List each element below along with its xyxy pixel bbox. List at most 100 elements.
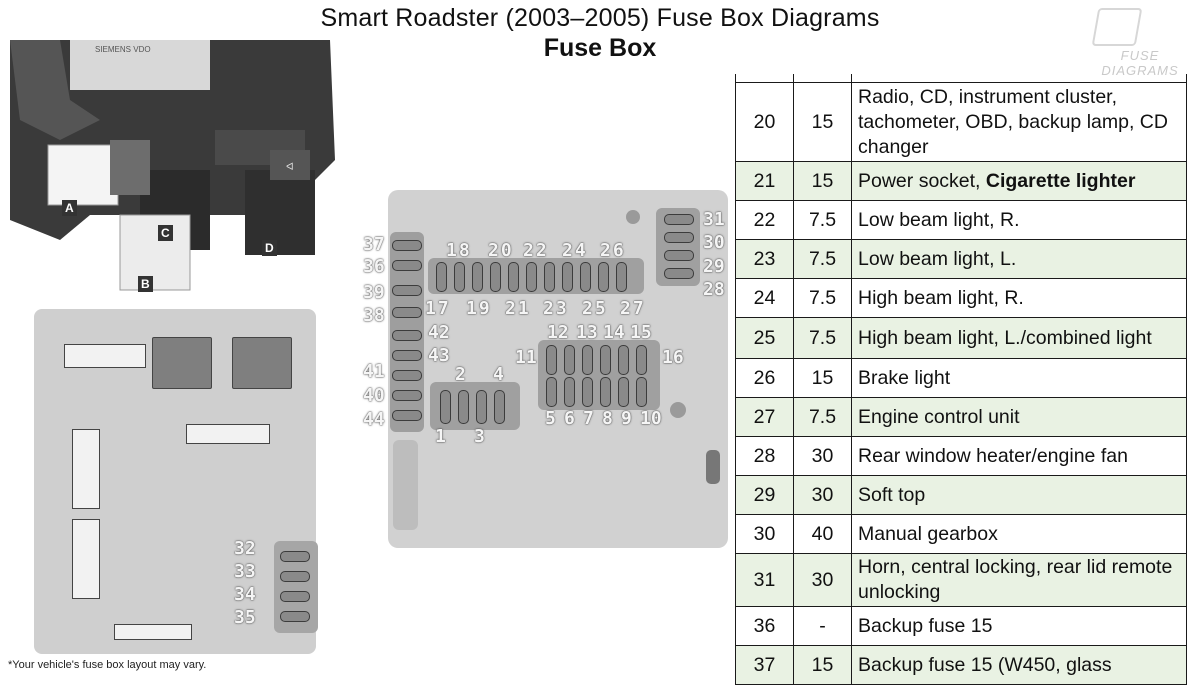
fuse-description-text: High beam light, L./combined light	[858, 326, 1152, 349]
relay-box-photo: SIEMENS VDO ᐊ A B C D	[0, 40, 362, 300]
fuse	[600, 345, 611, 375]
fuse-label-1: 1	[435, 426, 446, 447]
fuse	[618, 377, 629, 407]
fuse	[436, 262, 447, 292]
fuse	[392, 410, 422, 421]
fuse-description: Radio, CD, instrument cluster, tachomete…	[851, 82, 1187, 162]
fuse	[582, 345, 593, 375]
fuse-label-18: 18	[446, 240, 472, 261]
page-title: Smart Roadster (2003–2005) Fuse Box Diag…	[320, 4, 880, 32]
fuse-label-36: 36	[363, 256, 385, 277]
fuse-description-text: Backup fuse 15	[858, 614, 993, 637]
fuse	[392, 307, 422, 318]
relay-label-d: D	[262, 240, 277, 256]
fuse-amperage: 7.5	[793, 239, 852, 279]
fuse-label-5: 5	[545, 408, 556, 429]
fuse	[392, 350, 422, 361]
fuse-label-29: 29	[703, 256, 725, 277]
fuse-label-43: 43	[428, 345, 450, 366]
relay-label-a: A	[62, 200, 77, 216]
fuse-label-9: 9	[621, 408, 632, 429]
fuse-label-30: 30	[703, 232, 725, 253]
fuse-description: Backup fuse 15	[851, 606, 1187, 646]
fuse-description-text: Low beam light, R.	[858, 208, 1020, 231]
fuse-number: 22	[735, 200, 794, 240]
fuse-amperage: 15	[793, 161, 852, 201]
relay-label-b: B	[138, 276, 153, 292]
fuse-label-20: 20	[488, 240, 514, 261]
fuse	[392, 240, 422, 251]
connector	[72, 429, 100, 509]
fuse	[600, 377, 611, 407]
mounting-hole	[670, 402, 686, 418]
fuse-label-12: 12	[547, 322, 569, 343]
logo-mark-icon	[1091, 8, 1143, 46]
mounting-hole	[626, 210, 640, 224]
fuse	[544, 262, 555, 292]
fuse-description-text: Rear window heater/engine fan	[858, 444, 1128, 467]
fuse	[582, 377, 593, 407]
fuse-label-4: 4	[493, 364, 504, 385]
fuse	[280, 571, 310, 582]
connector	[186, 424, 270, 444]
fuse-description-text: Manual gearbox	[858, 522, 998, 545]
fuse-number: 20	[735, 82, 794, 162]
fuse-description-text: Soft top	[858, 483, 926, 506]
fuse-description-text: Horn, central locking, rear lid remote u…	[858, 556, 1173, 603]
fuse-description: Soft top	[851, 475, 1187, 515]
fuse	[472, 262, 483, 292]
fuse-description-text: Engine control unit	[858, 405, 1020, 428]
table-row: 36-Backup fuse 15	[735, 606, 1187, 646]
fuse-amperage: 15	[793, 358, 852, 398]
fuse-label-10: 10	[640, 408, 662, 429]
fuse-label-44: 44	[363, 409, 385, 430]
fuse-label-32: 32	[234, 538, 256, 559]
fuse-description: Manual gearbox	[851, 514, 1187, 554]
relay-board: 32 33 34 35	[34, 309, 318, 654]
fuse-label-24: 24	[562, 240, 588, 261]
fuse-description: Low beam light, R.	[851, 200, 1187, 240]
fuse-label-17: 17	[425, 298, 451, 319]
fuse-label-42: 42	[428, 322, 450, 343]
fuse	[618, 345, 629, 375]
fuse-description-text: Power socket,	[858, 169, 986, 192]
fuse-label-27: 27	[620, 298, 646, 319]
relay-box-illustration: SIEMENS VDO ᐊ	[0, 40, 362, 300]
fuse-description: Backup fuse 15 (W450, glass	[851, 645, 1187, 685]
fuse-number: 23	[735, 239, 794, 279]
fuse-label-8: 8	[602, 408, 613, 429]
fuse-description-text: Backup fuse 15 (W450, glass	[858, 653, 1112, 676]
fuse	[564, 377, 575, 407]
fuse-description-text: High beam light, R.	[858, 286, 1024, 309]
fuse-label-31: 31	[703, 209, 725, 230]
fuse-label-34: 34	[234, 584, 256, 605]
fuse-number: 30	[735, 514, 794, 554]
fuse-description-bold: Cigarette lighter	[985, 169, 1136, 192]
fuse-amperage: 15	[793, 645, 852, 685]
fuse-label-33: 33	[234, 561, 256, 582]
svg-text:ᐊ: ᐊ	[286, 162, 294, 173]
fuse-description: Power socket, Cigarette lighter	[851, 161, 1187, 201]
fuse-number: 29	[735, 475, 794, 515]
fuse-number: 28	[735, 436, 794, 476]
fuse-label-14: 14	[603, 322, 625, 343]
fuse	[616, 262, 627, 292]
fuse	[392, 285, 422, 296]
fuse	[454, 262, 465, 292]
fuse	[562, 262, 573, 292]
fuse-description-text: Low beam light, L.	[858, 247, 1017, 270]
fuse-number: 31	[735, 553, 794, 607]
fuse	[280, 551, 310, 562]
fuse-amperage: -	[793, 606, 852, 646]
fuse-label-28: 28	[703, 279, 725, 300]
fuse	[636, 345, 647, 375]
